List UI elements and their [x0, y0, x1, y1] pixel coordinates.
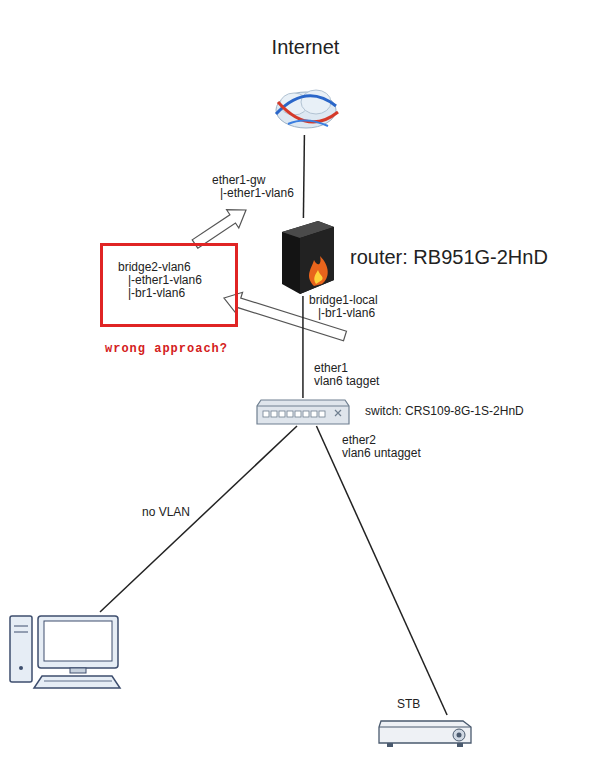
router-icon: router: RB951G-2HnD [278, 218, 336, 296]
link-line [316, 426, 447, 715]
text-line: vlan6 untagget [342, 447, 421, 460]
link-line [303, 135, 304, 218]
router-outline [278, 218, 336, 296]
text-line: |-ether1-vlan6 [212, 187, 294, 200]
text-line: ether1 [314, 362, 379, 375]
switch-outline [255, 398, 350, 426]
node-label: STB [397, 698, 420, 711]
stb-outline [375, 715, 475, 750]
hollow-arrows [192, 210, 346, 341]
text-line: |-br1-vlan6 [118, 287, 202, 300]
internet-cloud: Internet [268, 80, 343, 135]
port-label: ether1 vlan6 tagget [314, 362, 379, 388]
switch-icon: switch: CRS109-8G-1S-2HnD [255, 398, 350, 426]
text-line: bridge1-local [309, 294, 378, 307]
text-line: |-br1-vlan6 [309, 307, 378, 320]
port-label: ether2 vlan6 untagget [342, 434, 421, 460]
text-line: ether1-gw [212, 174, 294, 187]
node-label: switch: CRS109-8G-1S-2HnD [365, 405, 524, 418]
link-label: no VLAN [142, 506, 190, 519]
note-label: wrong approach? [105, 343, 228, 356]
node-label: bridge2-vlan6 |-ether1-vlan6 |-br1-vlan6 [103, 246, 202, 301]
node-label: Internet [272, 36, 340, 58]
pc-link [100, 426, 297, 612]
pc-icon [10, 616, 120, 688]
interface-label: bridge1-local |-br1-vlan6 [309, 294, 378, 320]
text-line: bridge2-vlan6 [118, 261, 202, 274]
text-line: |-ether1-vlan6 [118, 274, 202, 287]
stb-icon: STB [375, 715, 475, 750]
cloud-outline [268, 80, 343, 135]
link-line [302, 296, 304, 398]
text-line: ether2 [342, 434, 421, 447]
node-label: router: RB951G-2HnD [350, 246, 548, 268]
bridge-box: bridge2-vlan6 |-ether1-vlan6 |-br1-vlan6 [100, 243, 238, 327]
interface-label: ether1-gw |-ether1-vlan6 [212, 174, 294, 200]
text-line: vlan6 tagget [314, 375, 379, 388]
